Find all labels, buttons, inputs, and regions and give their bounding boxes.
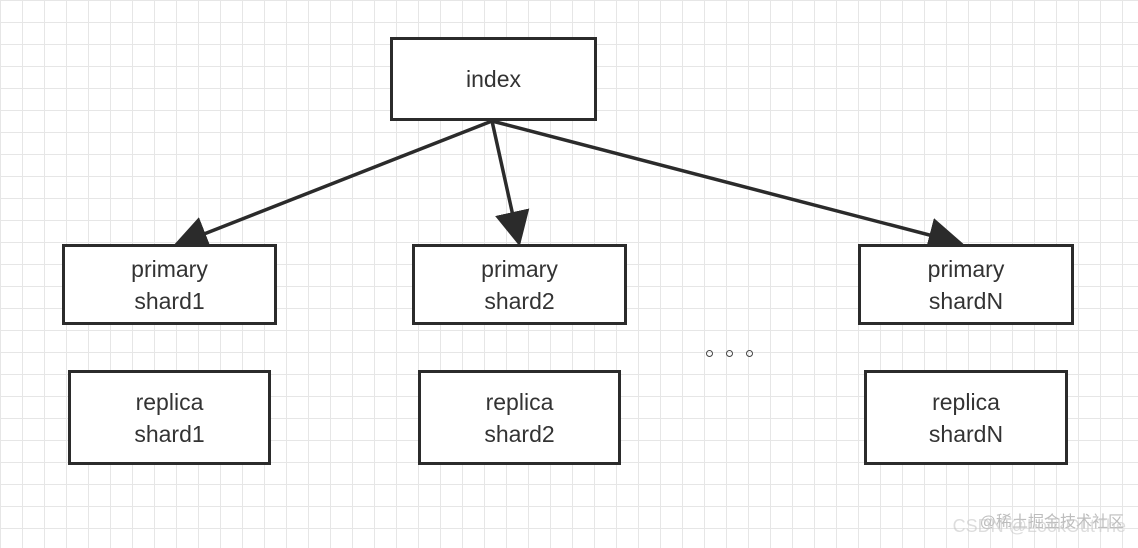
edge-index-to-primary-shardN [491, 119, 964, 252]
replica-shardN-node: replica shardN [864, 370, 1068, 465]
replica-shard2-node: replica shard2 [418, 370, 621, 465]
primary-shardN-node: primary shardN [858, 244, 1074, 325]
primary-shardN-line2: shardN [928, 287, 1004, 314]
replica-shard2-line1: replica [485, 388, 554, 415]
replica-shard2-line2: shard2 [484, 420, 555, 447]
replica-shard1-line2: shard1 [134, 420, 205, 447]
edge-index-to-primary-shard1 [172, 119, 493, 250]
watermark-author: CSDN @LookOutThe [952, 516, 1126, 536]
primary-shard2-line1: primary [481, 255, 558, 282]
primary-shard1-line2: shard1 [134, 287, 205, 314]
index-label: index [466, 66, 521, 92]
edge-index-to-primary-shard2 [490, 120, 530, 247]
primary-shard2-node: primary shard2 [412, 244, 627, 325]
watermark-site: @稀土掘金技术社区 [979, 514, 1124, 531]
primary-shard1-line1: primary [131, 255, 208, 282]
ellipsis-more-shards [706, 350, 753, 357]
ellipsis-dot [706, 350, 713, 357]
index-node: index [390, 37, 597, 121]
replica-shardN-line2: shardN [928, 420, 1004, 447]
primary-shardN-line1: primary [927, 255, 1005, 282]
ellipsis-dot [746, 350, 753, 357]
ellipsis-dot [726, 350, 733, 357]
primary-shard2-line2: shard2 [484, 287, 555, 314]
replica-shard1-node: replica shard1 [68, 370, 271, 465]
primary-shard1-node: primary shard1 [62, 244, 277, 325]
replica-shardN-line1: replica [932, 388, 1000, 415]
replica-shard1-line1: replica [135, 388, 204, 415]
